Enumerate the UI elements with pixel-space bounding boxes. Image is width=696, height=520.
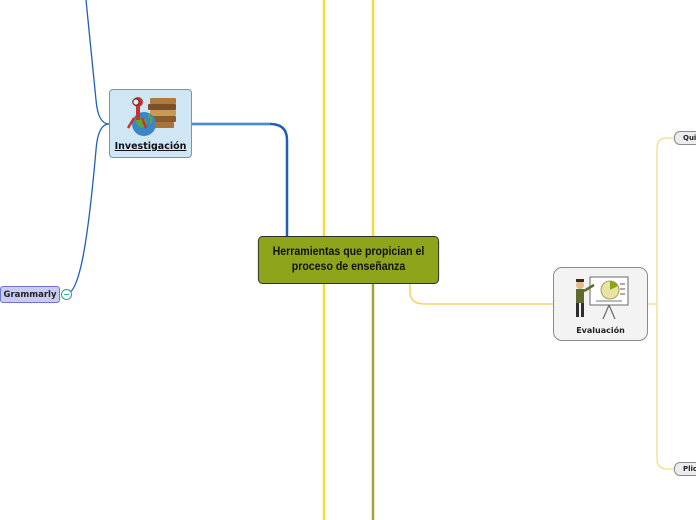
connector-investigacion-grammarly bbox=[65, 123, 110, 295]
topic-right-bottom[interactable]: Plic bbox=[674, 462, 696, 476]
topic-right-top[interactable]: Qui bbox=[674, 131, 696, 145]
topic-grammarly[interactable]: Grammarly bbox=[0, 286, 60, 303]
connector-evaluacion-qui bbox=[656, 137, 674, 304]
topic-evaluacion-label: Evaluación bbox=[576, 326, 625, 335]
research-books-globe-icon bbox=[126, 97, 176, 136]
connector-evaluacion-pli bbox=[656, 304, 674, 470]
topic-right-top-label: Qui bbox=[683, 134, 696, 142]
topic-investigacion[interactable]: Investigación bbox=[109, 89, 192, 158]
connector-investigacion-left-up bbox=[85, 0, 110, 125]
central-topic[interactable]: Herramientas que propician el proceso de… bbox=[257, 236, 440, 284]
topic-evaluacion[interactable]: Evaluación bbox=[553, 267, 648, 341]
topic-grammarly-label: Grammarly bbox=[3, 289, 57, 300]
topic-right-bottom-label: Plic bbox=[683, 465, 696, 473]
central-topic-label: Herramientas que propician el proceso de… bbox=[272, 246, 425, 273]
presentation-board-icon bbox=[576, 276, 629, 320]
collapse-toggle-icon[interactable]: − bbox=[61, 289, 72, 300]
connector-central-investigacion bbox=[192, 122, 289, 236]
connector-central-evaluacion bbox=[409, 284, 553, 305]
topic-investigacion-label: Investigación bbox=[114, 141, 187, 152]
